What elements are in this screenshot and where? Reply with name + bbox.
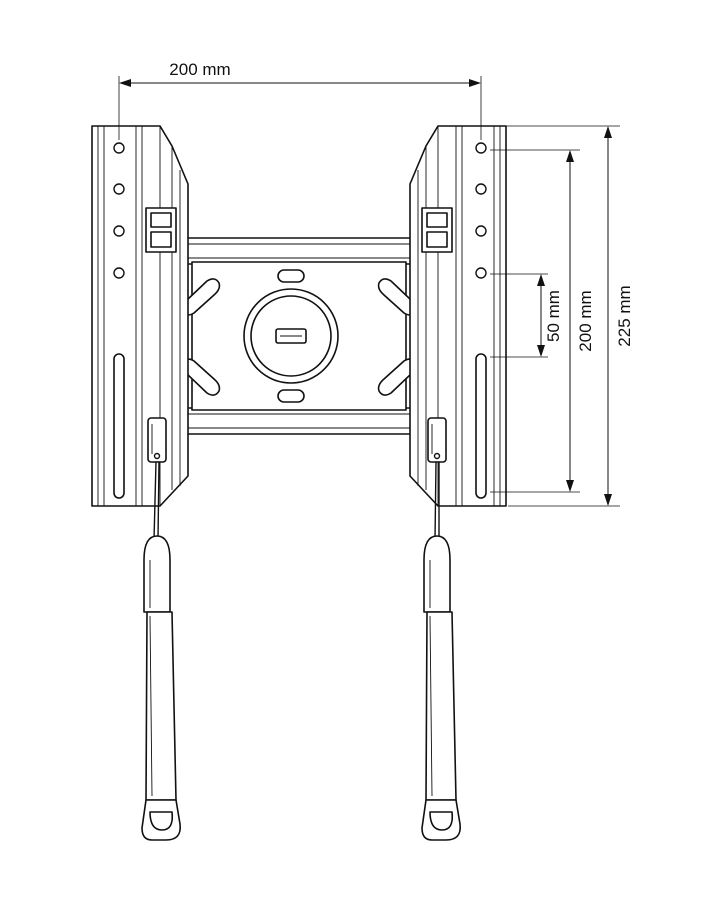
dimension-label-top: 200 mm — [169, 60, 230, 79]
left-clip — [147, 417, 167, 463]
dimension-vertical-total: 225 mm — [604, 126, 634, 506]
dimension-hole-spacing: 50 mm — [537, 274, 563, 357]
center-plate — [182, 261, 416, 411]
dimension-vertical-mid: 200 mm — [566, 150, 595, 492]
dimension-label-200-vertical: 200 mm — [576, 290, 595, 351]
dimension-label-50: 50 mm — [544, 290, 563, 342]
right-clip — [427, 417, 447, 463]
dimension-top-width: 200 mm — [118, 60, 482, 140]
left-bracket — [91, 125, 189, 507]
right-pull-handle — [421, 461, 462, 841]
left-pull-handle — [141, 461, 182, 841]
dimension-label-225: 225 mm — [615, 285, 634, 346]
right-bracket — [409, 125, 507, 507]
vertical-extension-lines — [490, 125, 620, 507]
